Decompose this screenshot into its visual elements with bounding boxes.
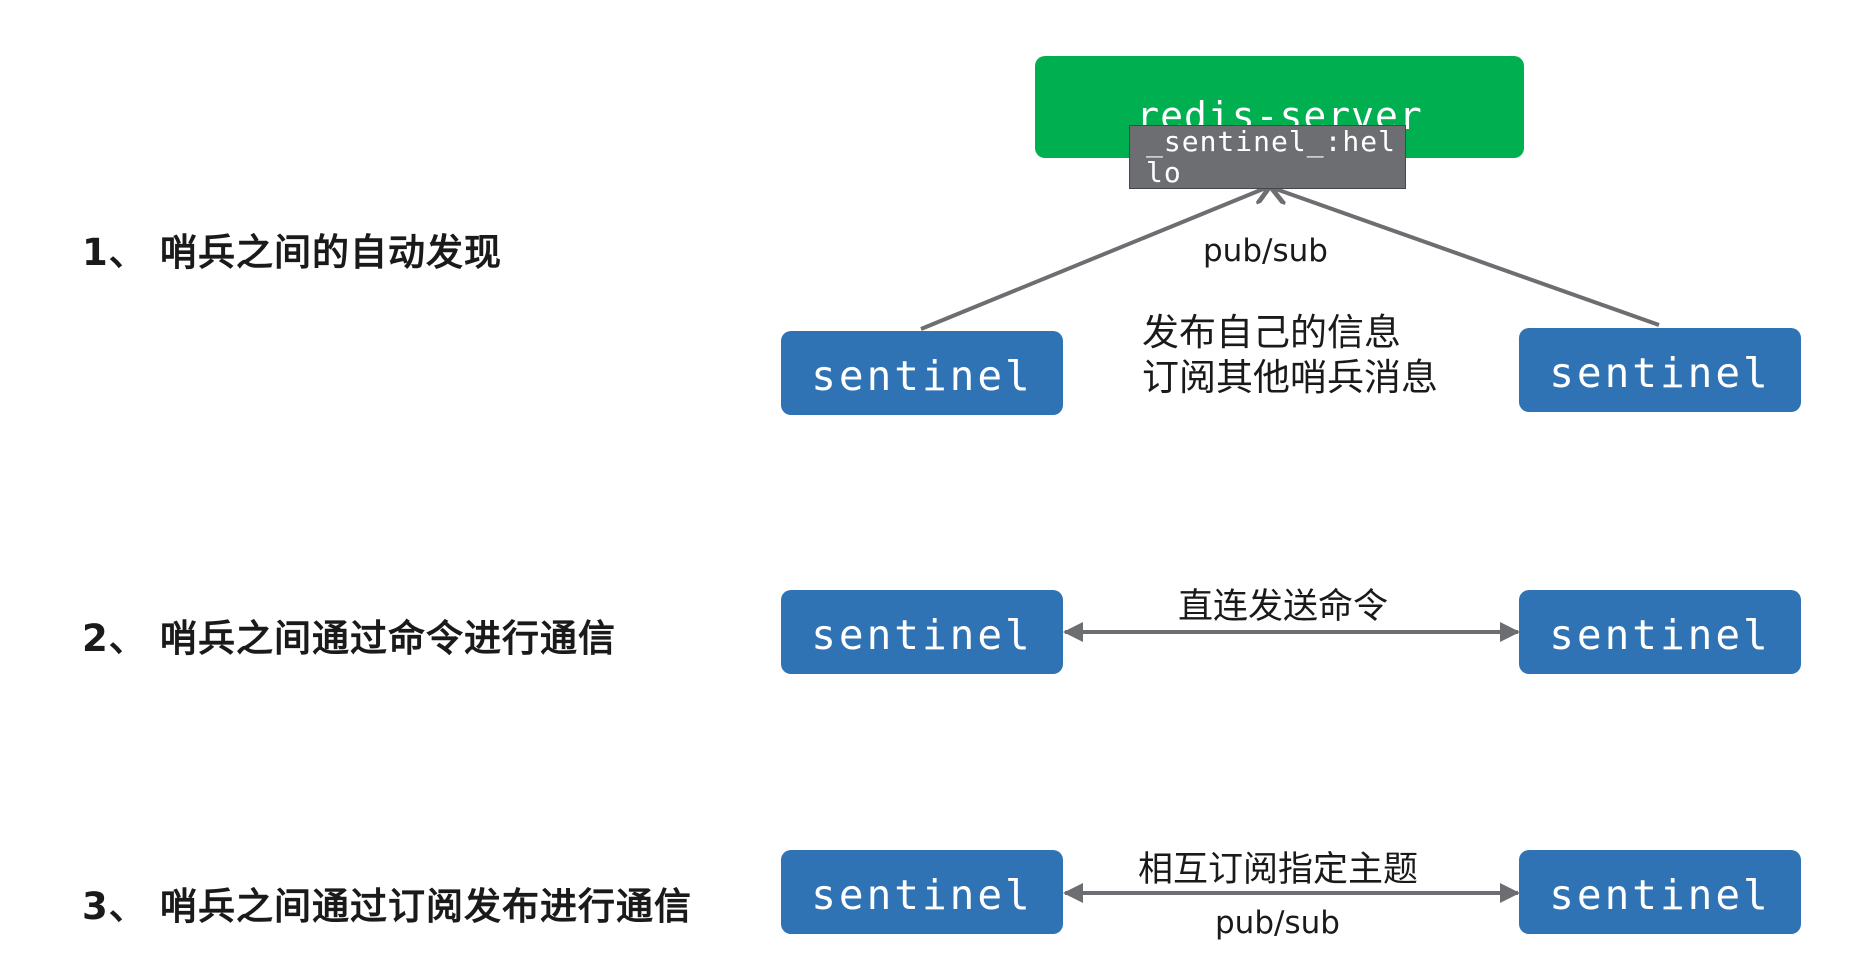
item-3-text: 哨兵之间通过订阅发布进行通信: [160, 885, 692, 928]
sentinel-node-3a: sentinel: [781, 850, 1063, 934]
description-line-2: 订阅其他哨兵消息: [1142, 356, 1438, 399]
sentinel-description: 发布自己的信息 订阅其他哨兵消息: [1142, 310, 1438, 400]
sentinel-label: sentinel: [811, 611, 1033, 659]
item-3-heading: 3、哨兵之间通过订阅发布进行通信: [82, 876, 692, 930]
item-1-text: 哨兵之间的自动发现: [160, 231, 502, 274]
sentinel-node-1a: sentinel: [781, 331, 1063, 415]
direct-command-label: 直连发送命令: [1178, 587, 1389, 627]
hello-channel-box: _sentinel_:hello: [1129, 125, 1406, 189]
sentinel-label: sentinel: [1549, 611, 1771, 659]
item-1-number: 1、: [82, 231, 147, 274]
pubsub-label-1: pub/sub: [1203, 233, 1328, 269]
description-line-1: 发布自己的信息: [1142, 311, 1401, 354]
pubsub-line-left: [920, 187, 1268, 331]
sentinel-node-2b: sentinel: [1519, 590, 1801, 674]
sentinel-label: sentinel: [1549, 349, 1771, 397]
item-2-number: 2、: [82, 617, 147, 660]
hello-channel-label: _sentinel_:hello: [1146, 125, 1397, 189]
sentinel-node-3b: sentinel: [1519, 850, 1801, 934]
mutual-subscribe-label: 相互订阅指定主题: [1138, 850, 1419, 890]
item-2-text: 哨兵之间通过命令进行通信: [160, 617, 616, 660]
sentinel-label: sentinel: [811, 871, 1033, 919]
sentinel-node-2a: sentinel: [781, 590, 1063, 674]
sentinel-node-1b: sentinel: [1519, 328, 1801, 412]
sentinel-label: sentinel: [811, 352, 1033, 400]
sentinel-label: sentinel: [1549, 871, 1771, 919]
pubsub-line-right: [1273, 188, 1660, 327]
item-3-number: 3、: [82, 885, 147, 928]
item-1-heading: 1、哨兵之间的自动发现: [82, 222, 502, 276]
pubsub-label-3: pub/sub: [1215, 905, 1340, 941]
item-2-heading: 2、哨兵之间通过命令进行通信: [82, 608, 616, 662]
